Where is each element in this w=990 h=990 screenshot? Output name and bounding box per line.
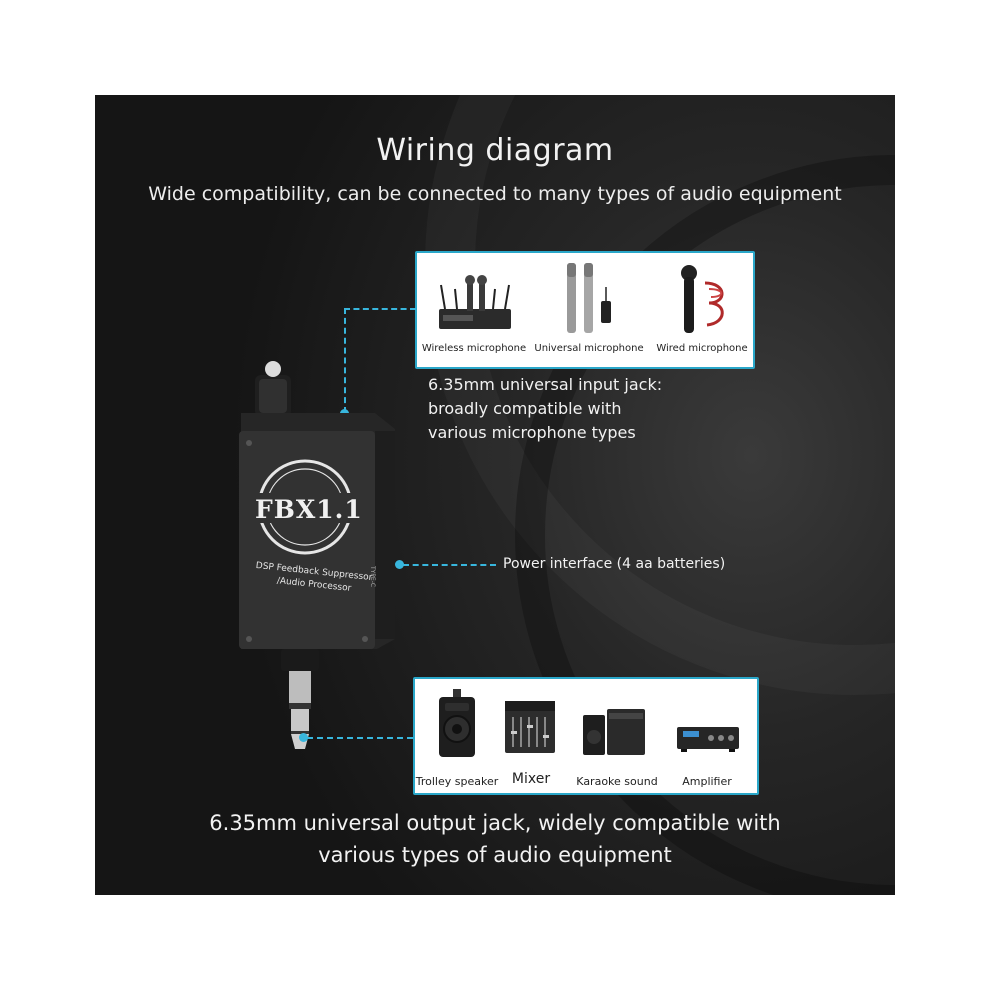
output-jack-label: 6.35mm universal output jack, widely com… <box>209 811 781 867</box>
page-subtitle: Wide compatibility, can be connected to … <box>148 183 842 205</box>
trolley-speaker-icon <box>439 689 475 757</box>
universal-microphone-label: Universal microphone <box>534 343 644 354</box>
device-brand-text: FBX1.1 <box>255 495 363 524</box>
power-connector-line <box>403 564 496 566</box>
fbx-device-illustration <box>239 361 395 749</box>
input-devices-card: Wireless microphone Universal microphone… <box>415 251 755 369</box>
wired-microphone-icon <box>681 265 724 333</box>
device-side-label: TYPE-C <box>369 565 377 588</box>
output-connector-dot <box>299 733 308 742</box>
mixer-icon <box>505 701 555 753</box>
wiring-diagram-panel: Wiring diagram Wide compatibility, can b… <box>95 95 895 895</box>
karaoke-sound-icon <box>583 709 645 755</box>
output-devices-card: Trolley speaker Mixer Karaoke sound <box>413 677 759 795</box>
power-connector-dot <box>395 560 404 569</box>
mixer-label: Mixer <box>511 771 551 787</box>
karaoke-sound-label: Karaoke sound <box>576 775 658 788</box>
input-connector-line <box>344 308 346 413</box>
output-connector-line <box>307 737 413 739</box>
trolley-speaker-label: Trolley speaker <box>415 775 499 788</box>
wireless-microphone-label: Wireless microphone <box>421 343 527 354</box>
input-jack-label: 6.35mm universal input jack: broadly com… <box>428 375 663 442</box>
amplifier-icon <box>677 727 739 752</box>
input-connector-line-horizontal <box>344 308 416 310</box>
universal-microphone-icon <box>567 263 611 333</box>
wireless-microphone-icon <box>439 275 511 329</box>
amplifier-label: Amplifier <box>682 775 732 788</box>
page-title: Wiring diagram <box>376 133 614 168</box>
power-interface-label: Power interface (4 aa batteries) <box>503 556 726 572</box>
wired-microphone-label: Wired microphone <box>656 343 748 354</box>
